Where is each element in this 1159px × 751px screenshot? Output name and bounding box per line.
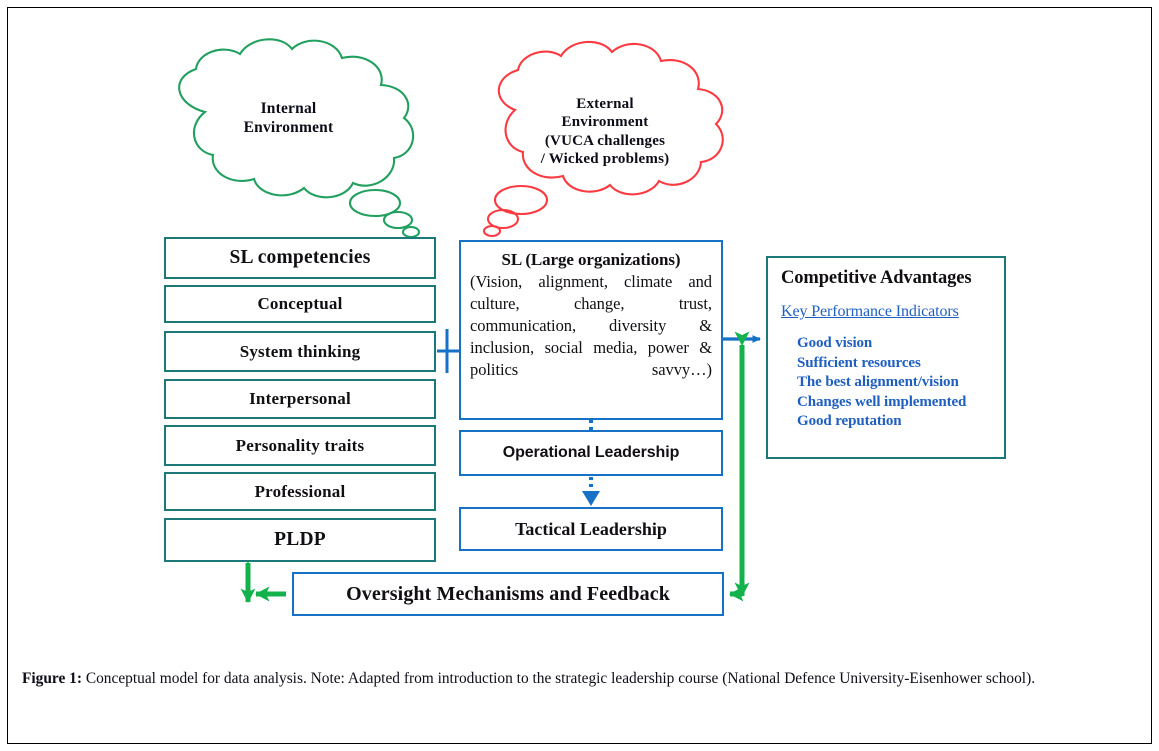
external-environment-line-3: (VUCA challenges	[544, 132, 666, 149]
competency-label: Interpersonal	[249, 389, 351, 408]
competency-label: PLDP	[274, 529, 326, 550]
key-performance-indicators-heading: Key Performance Indicators	[781, 303, 959, 320]
kpi-item: The best alignment/vision	[797, 374, 959, 390]
figure-caption: Figure 1: Conceptual model for data anal…	[22, 665, 1134, 694]
external-environment-line-2: Environment	[561, 114, 649, 131]
external-environment-line-4: / Wicked problems)	[540, 150, 670, 167]
kpi-list: Good vision Sufficient resources The bes…	[781, 334, 1004, 432]
competency-box-professional[interactable]: Professional	[164, 472, 436, 511]
figure-caption-text: Conceptual model for data analysis. Note…	[81, 670, 1036, 687]
kpi-item: Sufficient resources	[797, 354, 921, 371]
external-environment-line-1: External	[576, 96, 634, 112]
operational-leadership-box[interactable]: Operational Leadership	[459, 430, 723, 476]
competency-box-conceptual[interactable]: Conceptual	[164, 285, 436, 323]
internal-environment-line-2: Environment	[243, 118, 334, 136]
tactical-leadership-box[interactable]: Tactical Leadership	[459, 507, 723, 551]
kpi-item: Good reputation	[797, 413, 902, 429]
external-environment-label: External Environment (VUCA challenges / …	[505, 95, 705, 168]
competency-label: System thinking	[239, 341, 361, 361]
competitive-advantages-title: Competitive Advantages	[781, 268, 972, 288]
kpi-item: Good vision	[797, 335, 873, 351]
tactical-leadership-label: Tactical Leadership	[515, 518, 667, 539]
sl-box-title: SL (Large organizations)	[501, 250, 681, 269]
competency-label: SL competencies	[229, 247, 371, 268]
competency-box-system-thinking[interactable]: System thinking	[164, 331, 436, 372]
competency-box-sl-competencies[interactable]: SL competencies	[164, 237, 436, 279]
oversight-mechanisms-label: Oversight Mechanisms and Feedback	[346, 582, 670, 605]
competency-label: Conceptual	[257, 294, 343, 313]
competitive-advantages-box[interactable]: Competitive Advantages Key Performance I…	[766, 256, 1006, 459]
oversight-mechanisms-box[interactable]: Oversight Mechanisms and Feedback	[292, 572, 724, 616]
sl-box-body: (Vision, alignment, climate and culture,…	[470, 272, 712, 379]
internal-environment-label: Internal Environment	[196, 100, 381, 138]
sl-large-organizations-box[interactable]: SL (Large organizations) (Vision, alignm…	[459, 240, 723, 420]
competency-label: Professional	[254, 481, 346, 501]
operational-leadership-label: Operational Leadership	[502, 444, 680, 461]
competency-box-interpersonal[interactable]: Interpersonal	[164, 379, 436, 419]
competency-box-personality-traits[interactable]: Personality traits	[164, 425, 436, 466]
competency-box-pldp[interactable]: PLDP	[164, 518, 436, 562]
kpi-item: Changes well implemented	[797, 393, 967, 410]
figure-caption-label: Figure 1:	[22, 670, 82, 687]
internal-environment-line-1: Internal	[260, 100, 317, 117]
competency-label: Personality traits	[235, 435, 365, 455]
